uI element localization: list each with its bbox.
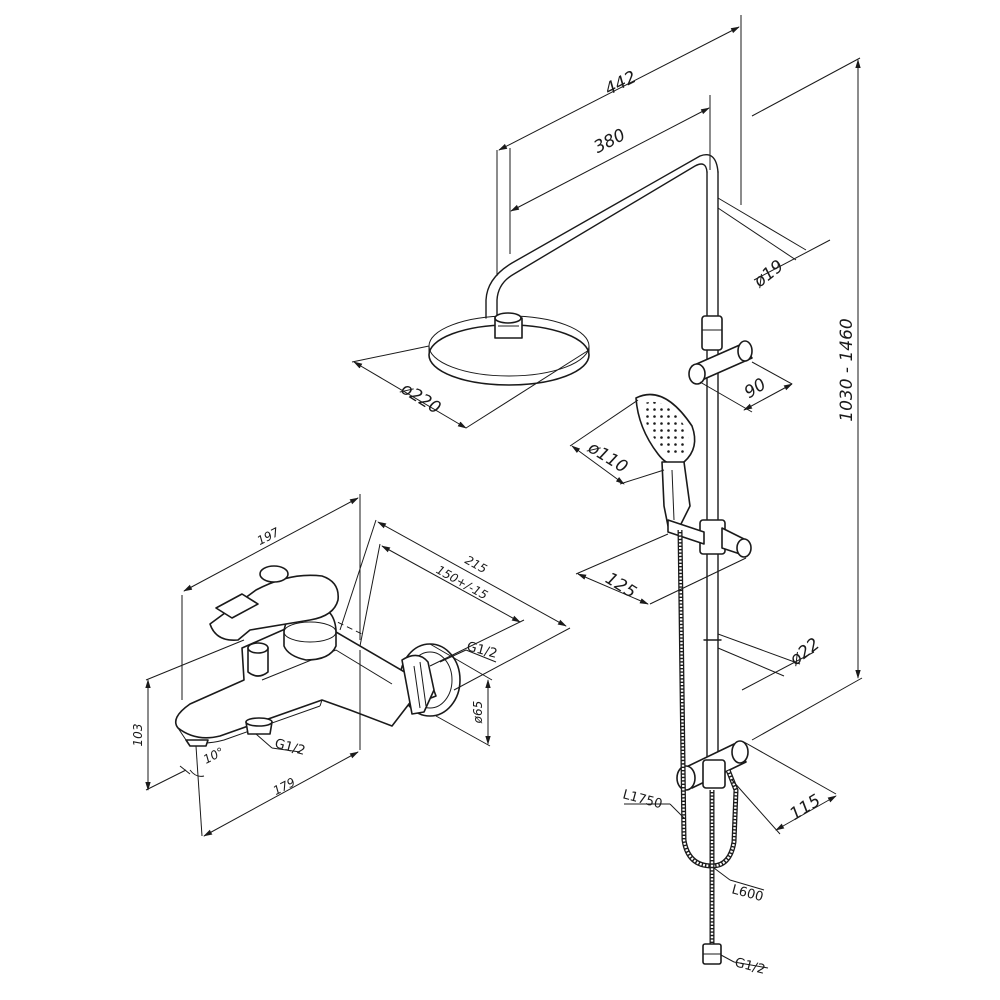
dim-mixer-depth: 215 <box>463 553 490 576</box>
diverter-knob <box>247 642 269 677</box>
flexible-hose <box>677 529 739 965</box>
dim-mixer-height: 103 <box>131 724 145 747</box>
hand-shower-holder <box>667 519 752 558</box>
dim-head-diameter: ø220 <box>396 378 444 418</box>
rain-shower-head <box>428 312 590 386</box>
mixer-outlets <box>185 654 435 747</box>
riser-pipe <box>703 171 722 773</box>
dim-mixer-width: 197 <box>255 525 282 548</box>
dim-pipe-bottom: ø22 <box>785 634 823 670</box>
shower-arm <box>485 154 719 319</box>
dim-bottom-offset: 115 <box>786 791 824 825</box>
lower-bracket <box>676 740 749 791</box>
dim-escutcheon: ø65 <box>471 701 485 725</box>
dim-spout-angle: 10° <box>201 745 226 767</box>
upper-bracket <box>688 315 753 385</box>
dim-spout-length: 179 <box>271 775 298 798</box>
dimensions-shower: 442 380 ø19 ø220 90 ø110 <box>351 15 863 978</box>
label-inlet-thread: G1/2 <box>465 639 499 662</box>
bath-mixer: 197 215 150+/-15 G1/2 ø65 103 <box>131 494 571 837</box>
hand-shower <box>635 393 696 527</box>
dim-height-range: 1030 - 1460 <box>837 318 857 421</box>
label-bottom-thread: G1/2 <box>733 955 767 978</box>
dim-overall-width: 442 <box>602 67 640 100</box>
label-pipe-length: L600 <box>730 882 765 905</box>
shower-system: 442 380 ø19 ø220 90 ø110 <box>351 15 863 978</box>
label-outlet-thread: G1/2 <box>273 736 307 759</box>
label-hose-length: L1750 <box>621 787 664 812</box>
dim-pipe-top: ø19 <box>749 256 787 292</box>
